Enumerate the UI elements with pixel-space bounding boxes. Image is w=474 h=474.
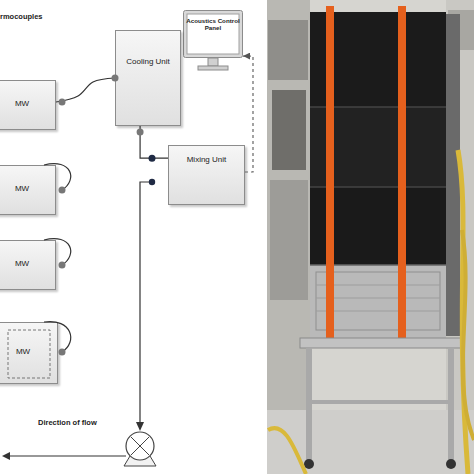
lab-photo [262,0,474,474]
connection-dot [137,129,144,136]
node-text: MW [0,259,55,268]
node-text: Mixing Unit [169,155,244,164]
monitor-frame [184,11,243,58]
connection-dot [112,75,119,82]
sensor-dot [59,349,66,356]
annotation-label: Direction of flow [38,419,97,427]
microwave-box: MW [0,322,58,384]
microwave-box: MW [0,240,56,290]
microwave-box: MW [0,80,56,130]
pump-line [2,182,152,460]
node-text: MW [0,184,55,193]
connection-dot [149,155,156,162]
connector-line [243,56,253,172]
process-box: Mixing Unit [168,145,245,205]
thermocouple-wire [44,322,71,352]
node-text: Cooling Unit [116,57,180,66]
junction-dot [149,179,155,185]
sensor-dot [59,187,66,194]
dashed-inner-outline [8,330,50,378]
thermocouple-wire [44,239,71,265]
connection-dot [59,99,66,106]
node-text: Acoustics Control Panel [183,17,243,31]
flow-connector [137,126,168,162]
process-box: Cooling Unit [115,30,181,126]
sensor-dot [59,262,66,269]
control-panel-monitor: Acoustics Control Panel [183,10,243,58]
microwave-box: MW [0,165,56,215]
pump-symbol [124,432,156,466]
annotation-label: rmocouples [0,13,43,21]
flow-connector [56,75,119,106]
thermocouple-wire [44,164,71,190]
connector-line [140,126,168,158]
flow-connector [243,56,253,172]
node-text: MW [0,99,55,108]
connector-line [56,78,115,102]
node-text: MW [0,347,57,356]
monitor-stand [198,58,228,70]
